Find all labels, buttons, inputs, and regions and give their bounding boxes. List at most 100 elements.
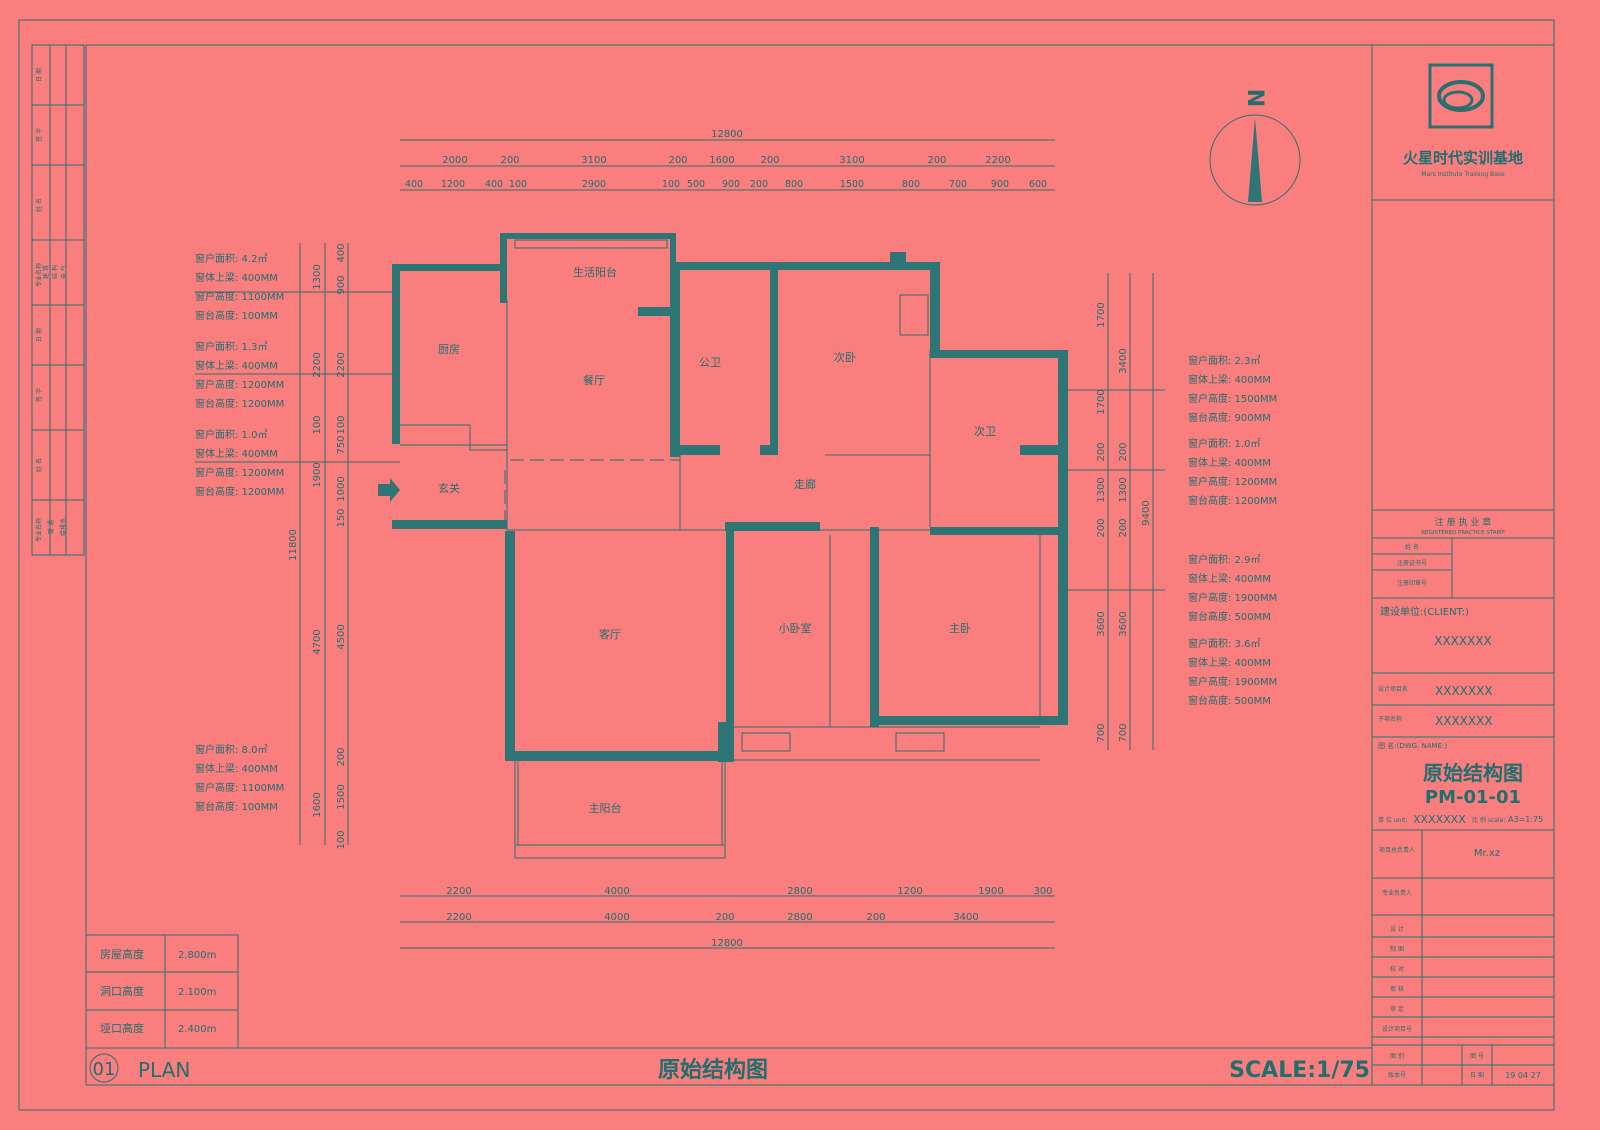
window-note: 窗户面积: 1.0㎡	[1188, 437, 1260, 450]
dim-label: 400	[485, 179, 503, 190]
sub-project-value: XXXXXXX	[1435, 714, 1493, 728]
window-note: 窗户高度: 1200MM	[1188, 475, 1277, 488]
dim-label: 800	[785, 179, 803, 190]
footer-number: 01	[93, 1059, 116, 1080]
height-value: 2.800m	[178, 950, 216, 961]
dim-label: 900	[722, 179, 740, 190]
dim-label: 200	[1096, 442, 1107, 461]
window-note: 窗台高度: 900MM	[1188, 411, 1271, 424]
dim-label: 500	[687, 179, 705, 190]
footer-scale: SCALE:1/75	[1229, 1058, 1370, 1083]
wall	[392, 264, 400, 444]
dim-label: 1600	[709, 155, 734, 166]
window-note: 窗台高度: 500MM	[1188, 610, 1271, 623]
window-note: 窗台高度: 500MM	[1188, 694, 1271, 707]
dim-label: 100	[312, 415, 323, 434]
dim-label: 200	[1118, 442, 1129, 461]
window-note: 窗户面积: 8.0㎡	[195, 743, 267, 756]
project-leader-label: 项目总负责人	[1379, 846, 1415, 854]
window-note: 窗台高度: 1200MM	[195, 485, 284, 498]
sign-row-label: 审 核	[1390, 985, 1404, 993]
strip-label: 专业名称	[35, 518, 43, 542]
strip-label: 签 字	[35, 128, 43, 142]
strip-label: 日 期	[35, 328, 43, 342]
dim-label: 1300	[1118, 477, 1129, 502]
window-note: 窗体上梁: 400MM	[195, 359, 278, 372]
floor-plan: 生活阳台厨房餐厅公卫次卧次卫玄关走廊客厅小卧室主卧主阳台	[378, 233, 1068, 859]
unit-value: XXXXXXX	[1413, 813, 1466, 826]
window-note: 窗体上梁: 400MM	[195, 762, 278, 775]
window-note: 窗户面积: 1.3㎡	[195, 340, 267, 353]
sign-row-label: 校 对	[1390, 965, 1404, 973]
window-note: 窗体上梁: 400MM	[195, 271, 278, 284]
dim-label: 4000	[604, 886, 629, 897]
window-opening	[741, 732, 791, 752]
north-arrow: N	[1209, 89, 1301, 206]
dim-label: 1200	[441, 179, 465, 190]
dim-label: 200	[866, 912, 885, 923]
date-value: 19 04 27	[1505, 1071, 1541, 1080]
dim-label: 3400	[953, 912, 978, 923]
client-value: XXXXXXX	[1434, 634, 1492, 648]
dim-label: 2200	[446, 912, 471, 923]
registered-stamp-en: REGISTERED PRACTICE STAMP	[1421, 530, 1505, 536]
window-note: 窗户高度: 1100MM	[195, 781, 284, 794]
drawing-number: PM-01-01	[1425, 787, 1521, 808]
room-label: 走廊	[794, 477, 816, 491]
sign-row-label: 制 图	[1390, 945, 1404, 953]
reg-row-cert: 注册证书号	[1397, 559, 1427, 567]
footer-title: 原始结构图	[658, 1057, 768, 1083]
window-note: 窗户面积: 1.0㎡	[195, 428, 267, 441]
room-label: 厨房	[438, 343, 460, 356]
strip-label: 结 构	[51, 265, 59, 279]
dim-label: 2200	[336, 352, 347, 377]
dim-label: 100	[662, 179, 680, 190]
dim-label: 3400	[1118, 348, 1129, 373]
inner-border	[85, 44, 1555, 1086]
dim-label: 2800	[787, 912, 812, 923]
dim-label: 100	[336, 415, 347, 434]
dim-label: 100	[336, 830, 347, 849]
dim-label: 4000	[604, 912, 629, 923]
discipline-leader-label: 专业负责人	[1382, 889, 1412, 897]
dim-label: 12800	[711, 938, 743, 949]
window-note: 窗户高度: 1100MM	[195, 290, 284, 303]
dim-label: 1900	[312, 462, 323, 487]
dim-label: 900	[336, 275, 347, 294]
height-value: 2.400m	[178, 1024, 216, 1035]
entrance-arrow-icon	[378, 478, 400, 502]
window-opening	[899, 294, 929, 336]
dim-label: 1200	[897, 886, 922, 897]
window-note: 窗体上梁: 400MM	[1188, 373, 1271, 386]
type-label: 图 别	[1390, 1052, 1404, 1060]
left-signature-strip: 日 期签 字姓 名专业名称建 筑结 构电 气日 期签 字姓 名专业名称暖 通给排…	[31, 44, 85, 556]
date-label: 日 期	[1470, 1071, 1484, 1079]
height-label: 房屋高度	[100, 947, 144, 961]
dim-label: 2800	[787, 886, 812, 897]
window-note: 窗体上梁: 400MM	[1188, 456, 1271, 469]
dim-label: 1300	[1096, 477, 1107, 502]
room-label: 生活阳台	[573, 265, 617, 279]
sub-project-label: 子项名称	[1378, 715, 1402, 723]
dim-label: 200	[336, 747, 347, 766]
scale-value: A3=1:75	[1508, 815, 1543, 824]
room-label: 主阳台	[589, 801, 622, 815]
window-note: 窗台高度: 100MM	[195, 309, 278, 322]
footer: 01 PLAN 原始结构图 SCALE:1/75	[86, 1047, 1372, 1083]
dim-label: 11800	[288, 529, 299, 561]
dim-label: 3100	[839, 155, 864, 166]
dim-label: 12800	[711, 129, 743, 140]
sign-row-label: 设计项目号	[1382, 1025, 1412, 1033]
dim-label: 2000	[442, 155, 467, 166]
strip-label: 姓 名	[35, 198, 43, 212]
strip-label: 暖 通	[47, 520, 55, 534]
dim-label: 200	[760, 155, 779, 166]
dim-label: 200	[668, 155, 687, 166]
dim-label: 9400	[1141, 500, 1152, 525]
window-note: 窗体上梁: 400MM	[1188, 572, 1271, 585]
dim-label: 1500	[840, 179, 864, 190]
